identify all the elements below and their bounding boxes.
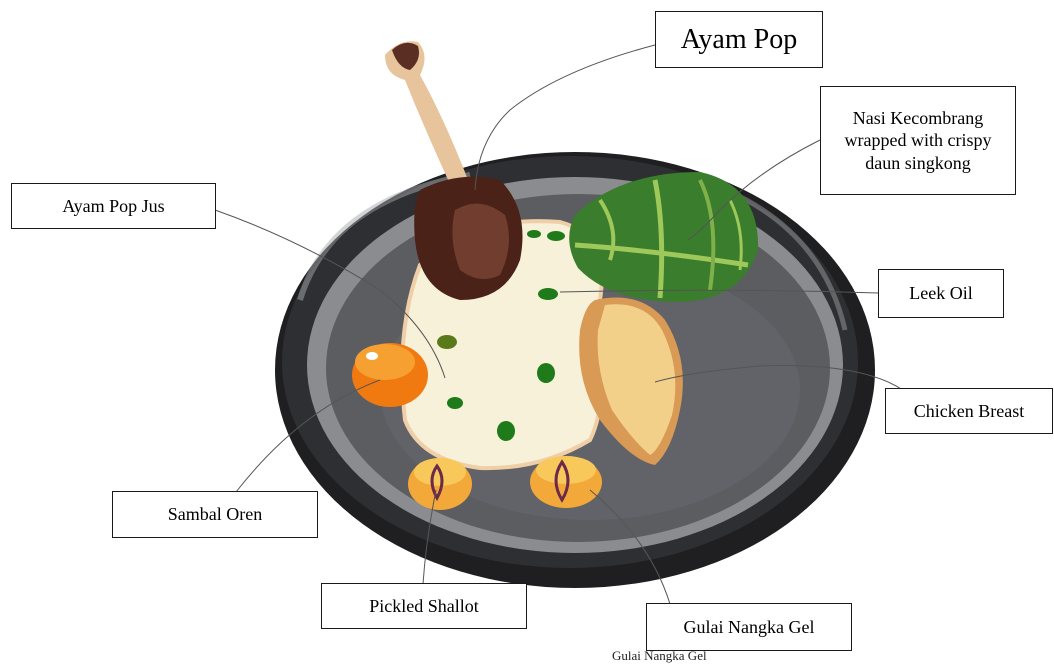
figure-caption: Gulai Nangka Gel	[612, 648, 707, 664]
label-pickled-shallot: Pickled Shallot	[321, 583, 527, 629]
label-chicken-breast: Chicken Breast	[885, 388, 1053, 434]
label-leek-oil: Leek Oil	[878, 269, 1004, 318]
label-gulai-nangka-gel: Gulai Nangka Gel	[646, 603, 852, 651]
label-sambal-oren: Sambal Oren	[112, 491, 318, 538]
label-nasi-kecombrang: Nasi Kecombrang wrapped with crispy daun…	[820, 86, 1016, 195]
label-ayam-pop: Ayam Pop	[655, 11, 823, 68]
label-ayam-pop-jus: Ayam Pop Jus	[11, 183, 216, 229]
sambal-oren	[352, 343, 428, 407]
